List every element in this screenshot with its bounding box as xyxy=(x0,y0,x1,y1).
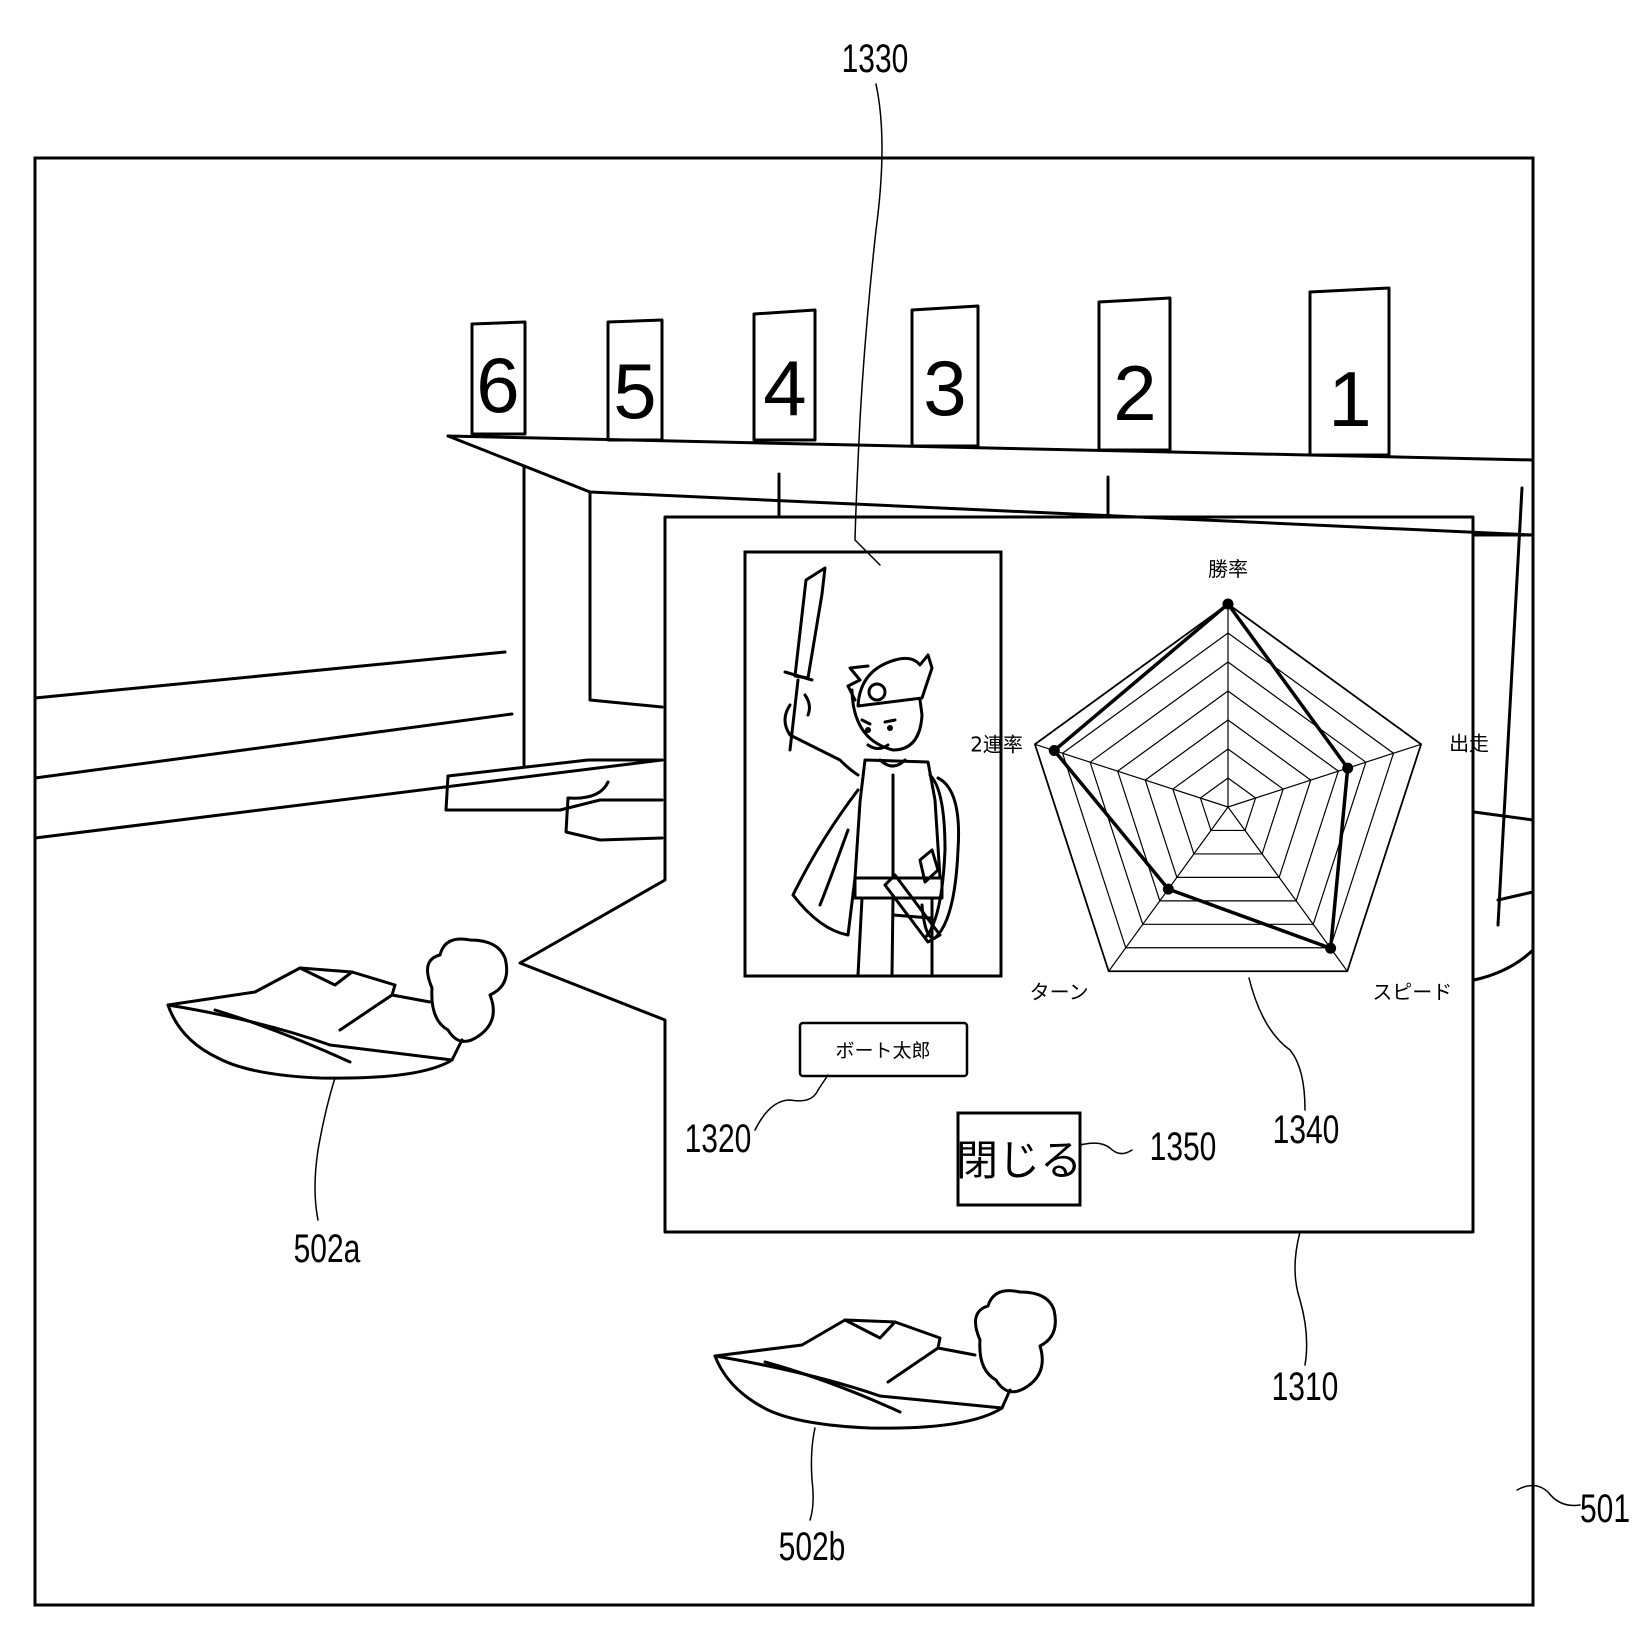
lane-post-6: 6 xyxy=(470,320,527,436)
close-button-label: 閉じる xyxy=(956,1136,1082,1185)
ref-1340: 1340 xyxy=(1273,1108,1340,1152)
radar-grid-ring xyxy=(1144,719,1312,878)
leader-501 xyxy=(1516,1484,1581,1507)
close-button[interactable]: 閉じる xyxy=(956,1111,1082,1207)
lane-post-label: 1 xyxy=(1328,355,1371,443)
racer-name: ボート太郎 xyxy=(835,1040,930,1062)
lane-post-label: 3 xyxy=(923,344,966,432)
character-illustration xyxy=(783,566,961,977)
popup-window xyxy=(518,515,1475,1234)
radar-axis-label: 勝率 xyxy=(1208,557,1248,581)
radar-grid-ring xyxy=(1199,777,1257,832)
leader-1320 xyxy=(754,1074,829,1131)
racer-name-plate: ボート太郎 xyxy=(798,1021,969,1078)
radar-data-point xyxy=(1048,745,1060,757)
ref-502b: 502b xyxy=(779,1525,846,1569)
lane-post-label: 4 xyxy=(763,344,806,432)
radar-axis-label: スピード xyxy=(1372,980,1452,1004)
ref-1330: 1330 xyxy=(842,37,909,81)
ref-1310: 1310 xyxy=(1272,1365,1339,1409)
lane-post-3: 3 xyxy=(910,304,980,448)
leader-1350 xyxy=(1079,1142,1133,1155)
radar-data-polygon xyxy=(1052,602,1350,950)
boat-b[interactable] xyxy=(713,1289,1057,1521)
radar-grid-ring xyxy=(1116,690,1340,902)
lane-post-1: 1 xyxy=(1308,286,1391,457)
radar-grid-ring xyxy=(1033,602,1423,973)
lane-post-label: 5 xyxy=(613,347,656,435)
radar-axis-label: ターン xyxy=(1030,980,1089,1004)
leader-1310 xyxy=(1294,1231,1308,1366)
ref-502a: 502a xyxy=(294,1227,361,1271)
boat-a[interactable] xyxy=(166,937,509,1221)
radar-axis-label: 出走 xyxy=(1449,731,1489,755)
lane-post-5: 5 xyxy=(606,318,664,442)
lane-post-2: 2 xyxy=(1097,296,1172,452)
radar-axis-label: 2連率 xyxy=(970,732,1023,756)
ref-501: 501 xyxy=(1580,1487,1630,1531)
radar-grid-ring xyxy=(1089,661,1367,925)
ref-1320: 1320 xyxy=(685,1117,752,1161)
character-image-frame xyxy=(743,550,1003,978)
lane-post-label: 6 xyxy=(476,341,519,429)
radar-data-point xyxy=(1162,883,1174,895)
radar-grid-ring xyxy=(1172,748,1284,855)
radar-data-point xyxy=(1222,598,1234,610)
lane-post-label: 2 xyxy=(1113,349,1156,437)
leader-1340 xyxy=(1248,977,1306,1111)
lane-post-4: 4 xyxy=(752,308,817,442)
radar-data-point xyxy=(1325,942,1337,954)
leader-1330 xyxy=(854,83,883,566)
radar-spoke xyxy=(1034,743,1229,808)
radar-grid-ring xyxy=(1061,632,1395,949)
radar-data-point xyxy=(1342,762,1354,774)
ref-1350: 1350 xyxy=(1150,1125,1217,1169)
radar-spoke xyxy=(1227,743,1422,808)
